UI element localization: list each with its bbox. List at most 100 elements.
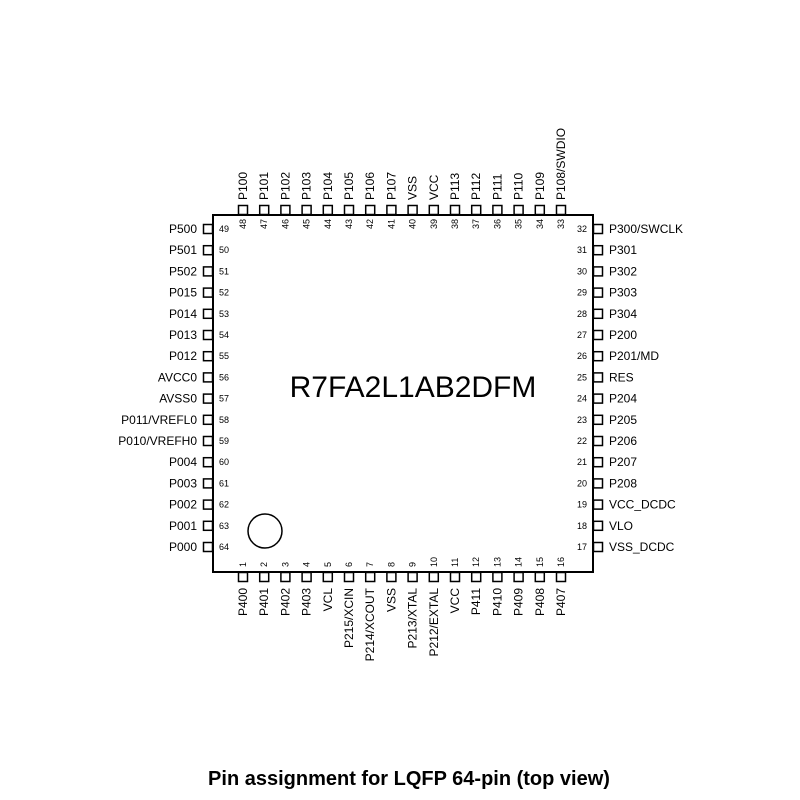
pin-48-pad [237,204,249,216]
pin-61-pad [202,478,214,489]
pin-28-label: P304 [609,307,637,321]
pin-40-pad [407,204,418,216]
pin-29-label: P303 [609,286,637,300]
pin-19-number: 19 [577,500,587,510]
pin-44-pad [322,204,334,216]
pin-64-number: 64 [219,542,229,552]
pin-32-number: 32 [577,224,587,234]
pin-52-number: 52 [219,288,229,298]
pin-17-pad [592,541,604,553]
pin-10-label: P212/EXTAL [427,588,441,657]
pin-59-number: 59 [219,436,229,446]
pin-35-number: 35 [514,219,524,229]
pin-17-label: VSS_DCDC [609,540,675,554]
pin-2-number: 2 [259,562,269,567]
pin-11-label: VCC [448,588,462,614]
pin-10-pad [428,571,440,583]
pin-18-label: VLO [609,519,633,533]
pin-7-number: 7 [365,562,375,567]
pin-27-label: P200 [609,328,637,342]
pin-21-number: 21 [577,457,587,467]
pin-57-label: AVSS0 [159,392,197,406]
pin-51-label: P502 [169,264,197,278]
pin-55-pad [202,350,214,362]
pin-36-label: P111 [490,173,504,200]
pin1-marker [247,513,283,549]
pin-43-pad [343,204,355,216]
pin-22-pad [592,435,604,447]
pin-23-number: 23 [577,415,587,425]
pin-63-number: 63 [219,521,229,531]
pin-51-pad [202,266,214,277]
pin-16-label: P407 [554,588,568,616]
pin-3-label: P402 [278,588,292,616]
pin-58-number: 58 [219,415,229,425]
pin-38-pad [449,204,461,216]
pin-60-label: P004 [169,455,197,469]
pin-55-number: 55 [219,351,229,361]
pin-26-number: 26 [577,351,587,361]
pin-12-pad [470,571,482,583]
pin-19-pad [592,499,604,510]
pin-7-pad [364,571,376,583]
pin-53-number: 53 [219,309,229,319]
pin-14-label: P409 [512,588,526,616]
pin-42-pad [364,204,376,216]
pin-2-pad [258,571,270,583]
pin-15-number: 15 [535,557,545,567]
pin-23-pad [592,414,604,426]
pin-47-pad [258,204,270,216]
pin-46-label: P102 [278,172,292,200]
pin-63-pad [202,520,214,532]
pin-1-pad [237,571,249,583]
pin-27-number: 27 [577,330,587,340]
pin-21-label: P207 [609,455,637,469]
pin-36-number: 36 [492,219,502,229]
pin-7-label: P214/XCOUT [363,587,377,661]
pin-56-label: AVCC0 [158,370,197,384]
pin-40-number: 40 [408,219,418,229]
pin-9-pad [407,571,418,583]
pin-26-pad [592,350,604,362]
pin-20-label: P208 [609,476,637,490]
pin-42-number: 42 [365,219,375,229]
pin-50-label: P501 [169,243,197,257]
pin-31-number: 31 [577,245,587,255]
pin-54-number: 54 [219,330,229,340]
pin-42-label: P106 [363,172,377,200]
pin-39-pad [428,204,440,216]
pin-30-pad [592,266,604,277]
pin-15-label: P408 [533,588,547,616]
pin-44-number: 44 [323,219,333,229]
pin-41-number: 41 [386,219,396,229]
pin-61-label: P003 [169,476,197,490]
pin-43-label: P105 [342,172,356,200]
pin-45-number: 45 [302,219,312,229]
pin-1-label: P400 [236,588,250,616]
pin-4-label: P403 [300,588,314,616]
pin-48-number: 48 [238,219,248,229]
pin-39-number: 39 [429,219,439,229]
pin-31-pad [592,244,604,256]
pin-12-label: P411 [469,588,483,615]
pin-59-label: P010/VREFH0 [118,434,197,448]
pin-5-pad [322,571,334,583]
pin-46-pad [280,204,291,216]
pin-47-label: P101 [257,172,271,200]
pin-16-number: 16 [556,557,566,567]
pin-49-number: 49 [219,224,229,234]
pin-21-pad [592,456,604,468]
pin-1-number: 1 [238,562,248,567]
pin-32-pad [592,223,604,235]
pin-9-number: 9 [408,562,418,567]
pin-56-number: 56 [219,372,229,382]
pin-44-label: P104 [321,172,335,200]
pin-24-number: 24 [577,394,587,404]
pin-59-pad [202,435,214,447]
pin-6-number: 6 [344,562,354,567]
pin-49-label: P500 [169,222,197,236]
pin-3-number: 3 [280,562,290,567]
pin-3-pad [280,571,291,583]
pin-18-number: 18 [577,521,587,531]
